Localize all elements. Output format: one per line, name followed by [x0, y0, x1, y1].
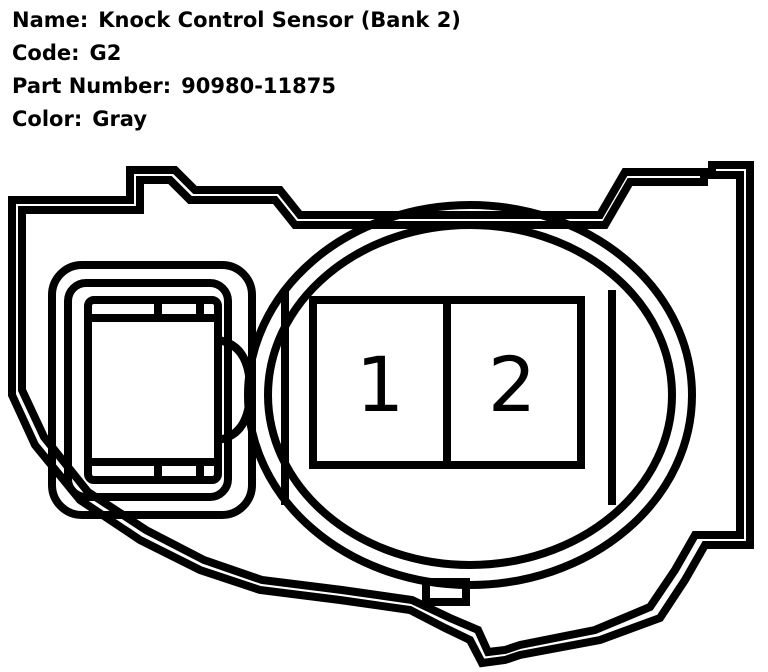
- pin-2-label: 2: [488, 340, 536, 429]
- name-label: Name:: [12, 8, 89, 32]
- color-value: Gray: [92, 107, 148, 131]
- pin-1-label: 1: [356, 340, 404, 429]
- code-row: Code: G2: [12, 37, 752, 70]
- color-label: Color:: [12, 107, 83, 131]
- part-number-row: Part Number: 90980-11875: [12, 70, 752, 103]
- socket-oval-inner: [264, 221, 676, 569]
- part-number-label: Part Number:: [12, 74, 172, 98]
- code-label: Code:: [12, 41, 80, 65]
- code-value: G2: [89, 41, 122, 65]
- color-row: Color: Gray: [12, 103, 752, 136]
- lock-tab-inner: [84, 296, 222, 484]
- name-row: Name: Knock Control Sensor (Bank 2): [12, 4, 752, 37]
- connector-housing-outline: [8, 161, 754, 668]
- part-number-value: 90980-11875: [181, 74, 336, 98]
- connector-inner-outline: [18, 171, 744, 657]
- lock-bump: [217, 336, 255, 444]
- lock-tab-outer: [64, 279, 232, 501]
- name-value: Knock Control Sensor (Bank 2): [98, 8, 461, 32]
- bottom-tab: [422, 578, 470, 606]
- connector-info: Name: Knock Control Sensor (Bank 2) Code:…: [12, 4, 752, 136]
